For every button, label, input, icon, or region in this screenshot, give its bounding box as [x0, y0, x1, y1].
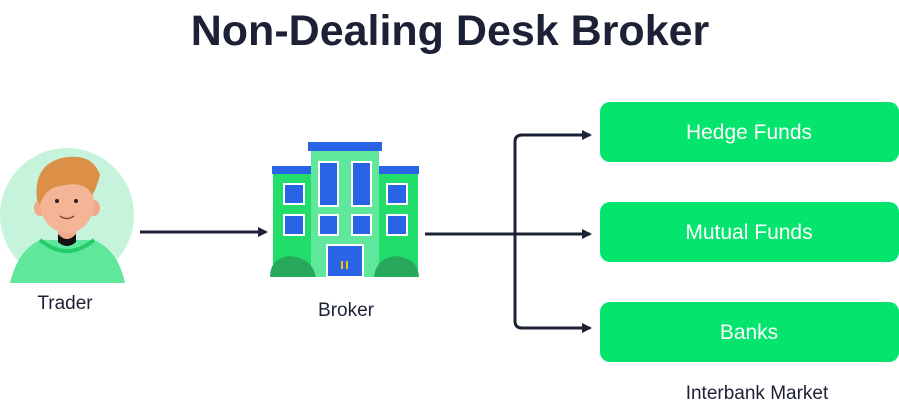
market-box-hedge-funds: Hedge Funds: [600, 102, 899, 162]
market-box-banks: Banks: [600, 302, 899, 362]
market-box-mutual-funds: Mutual Funds: [600, 202, 899, 262]
market-box-label: Banks: [720, 321, 778, 344]
branch-connector: [425, 130, 592, 333]
person-avatar-icon: [0, 148, 134, 283]
trader-label: Trader: [37, 293, 93, 314]
market-box-label: Hedge Funds: [686, 121, 812, 144]
office-building-icon: [270, 142, 419, 278]
interbank-market-label: Interbank Market: [686, 383, 829, 404]
market-box-label: Mutual Funds: [685, 221, 812, 244]
broker-label: Broker: [318, 300, 375, 321]
diagram-title: Non-Dealing Desk Broker: [191, 7, 710, 55]
